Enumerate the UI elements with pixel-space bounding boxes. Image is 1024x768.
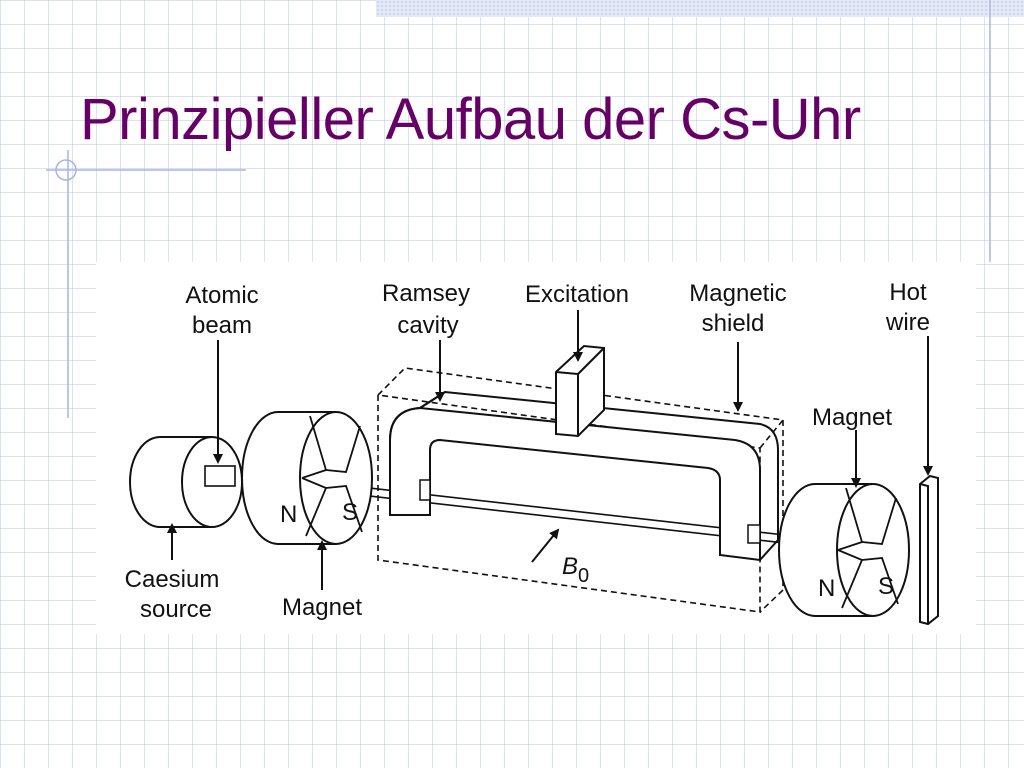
magnet-right	[778, 483, 910, 617]
label-field-b: B0	[562, 553, 589, 587]
pole-n-right: N	[818, 575, 835, 602]
label-magnetic-shield-2: shield	[702, 310, 765, 337]
label-atomic-beam-1: Atomic	[185, 282, 258, 309]
cs-clock-diagram: N S N S	[96, 262, 976, 634]
label-magnet-right: Magnet	[812, 404, 892, 431]
label-ramsey-cavity-1: Ramsey	[382, 280, 470, 307]
magnet-left	[241, 411, 373, 545]
label-excitation: Excitation	[525, 281, 629, 308]
label-caesium-source-1: Caesium	[125, 566, 220, 593]
label-arrows	[167, 310, 933, 590]
pole-s-left: S	[342, 499, 358, 526]
label-magnet-left: Magnet	[282, 594, 362, 621]
label-ramsey-cavity-2: cavity	[397, 312, 458, 339]
label-hot-wire-2: wire	[885, 309, 930, 336]
caesium-source-cylinder	[129, 436, 243, 528]
label-caesium-source-2: source	[140, 596, 212, 623]
excitation-block	[555, 344, 605, 438]
label-magnetic-shield-1: Magnetic	[689, 280, 786, 307]
label-hot-wire-1: Hot	[889, 279, 927, 306]
pole-n-left: N	[280, 501, 297, 528]
label-atomic-beam-2: beam	[192, 312, 252, 339]
hot-wire-detector	[919, 474, 939, 626]
corner-decoration-band	[376, 0, 1024, 17]
slide-title: Prinzipieller Aufbau der Cs-Uhr	[80, 87, 861, 152]
pole-s-right: S	[878, 573, 894, 600]
